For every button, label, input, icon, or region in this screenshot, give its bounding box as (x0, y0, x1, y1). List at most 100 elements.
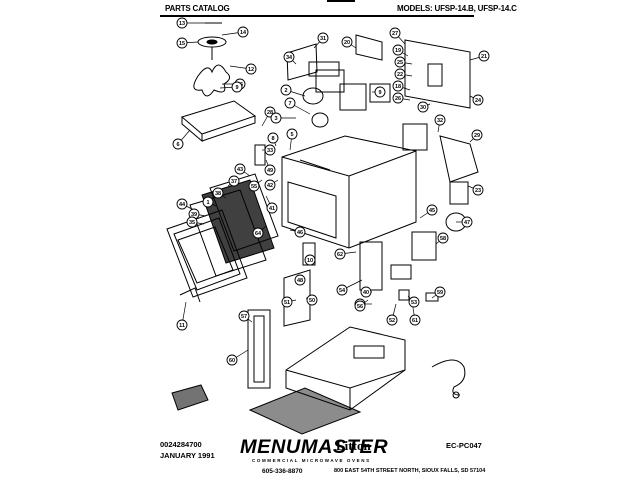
callout-10: 10 (304, 254, 316, 266)
callout-circle (283, 51, 295, 63)
callout-number: 57 (241, 314, 247, 320)
callout-40: 40 (360, 286, 372, 298)
callout-3: 3 (270, 112, 282, 124)
callout-number: 19 (395, 48, 401, 54)
callout-number: 44 (179, 202, 186, 208)
callout-circle (264, 179, 276, 191)
callout-circle (202, 196, 214, 208)
callout-circle (176, 319, 188, 331)
callout-54: 54 (336, 284, 348, 296)
callout-1: 1 (202, 196, 214, 208)
litton-logo: Litton (336, 438, 371, 453)
callout-circle (354, 300, 366, 312)
callout-53: 53 (408, 296, 420, 308)
header-rule (160, 15, 474, 17)
callout-number: 61 (412, 318, 418, 324)
callout-number: 33 (267, 148, 273, 154)
callout-number: 28 (267, 110, 273, 116)
callout-number: 25 (397, 60, 403, 66)
grease-filter (248, 387, 362, 435)
callout-24: 24 (472, 94, 484, 106)
callout-number: 48 (297, 278, 303, 284)
callout-35: 35 (186, 216, 198, 228)
callout-circle (409, 314, 421, 326)
callout-41: 41 (266, 202, 278, 214)
callout-62: 62 (334, 248, 346, 260)
power-cord (431, 359, 466, 399)
callout-5: 5 (286, 128, 298, 140)
callout-23: 23 (472, 184, 484, 196)
callout-circle (176, 37, 188, 49)
callout-circle (334, 248, 346, 260)
callout-42: 42 (264, 179, 276, 191)
callout-circle (231, 81, 243, 93)
callout-circle (294, 274, 306, 286)
callout-number: 11 (179, 323, 185, 329)
callout-number: 56 (357, 304, 363, 310)
callout-circle (471, 129, 483, 141)
callout-number: 38 (215, 191, 221, 197)
callout-circle (394, 68, 406, 80)
callout-number: 18 (395, 84, 401, 90)
callout-number: 14 (240, 30, 247, 36)
callout-8: 8 (267, 132, 279, 144)
callout-circle (392, 92, 404, 104)
callout-2: 2 (280, 84, 292, 96)
callout-59: 59 (434, 286, 446, 298)
callout-circle (437, 232, 449, 244)
callout-circle (248, 180, 260, 192)
callout-58: 58 (437, 232, 449, 244)
callout-61: 61 (409, 314, 421, 326)
callout-49: 49 (264, 164, 276, 176)
callout-circle (226, 354, 238, 366)
callout-44: 44 (176, 198, 188, 210)
callout-circle (317, 32, 329, 44)
callout-47: 47 (461, 216, 473, 228)
callout-circle (360, 286, 372, 298)
callout-32: 32 (434, 114, 446, 126)
callout-circle (228, 175, 240, 187)
brand-tagline: COMMERCIAL MICROWAVE OVENS (252, 458, 371, 463)
callout-circle (266, 202, 278, 214)
callout-26: 26 (392, 92, 404, 104)
callout-circle (281, 296, 293, 308)
callout-number: 2 (284, 88, 287, 94)
callout-43: 43 (234, 163, 246, 175)
callout-number: 49 (267, 168, 273, 174)
callout-number: 20 (344, 40, 350, 46)
callout-circle (264, 144, 276, 156)
header-mark (327, 0, 355, 2)
callout-20: 20 (341, 36, 353, 48)
callout-22: 22 (394, 68, 406, 80)
address: 800 EAST 54TH STREET NORTH, SIOUX FALLS,… (334, 468, 486, 474)
callout-circle (234, 163, 246, 175)
callout-circle (472, 184, 484, 196)
callout-number: 41 (269, 206, 275, 212)
callout-number: 55 (251, 184, 257, 190)
callout-52: 52 (386, 314, 398, 326)
callout-circle (212, 187, 224, 199)
control-module (171, 384, 209, 411)
callout-number: 64 (255, 231, 262, 237)
callout-19: 19 (392, 44, 404, 56)
callout-number: 58 (440, 236, 446, 242)
callout-number: 51 (284, 300, 290, 306)
callout-number: 43 (237, 167, 243, 173)
callout-circle (304, 254, 316, 266)
catalog-code: EC-PC047 (446, 441, 482, 450)
callout-labels: 1315141216962834312027192522182630212432… (172, 17, 490, 366)
callout-number: 1 (206, 200, 209, 206)
callout-circle (280, 84, 292, 96)
callout-circle (238, 310, 250, 322)
callout-15: 15 (176, 37, 188, 49)
latch-parts (179, 144, 316, 327)
callout-circle (172, 138, 184, 150)
callout-number: 8 (271, 136, 274, 142)
callout-7: 7 (284, 97, 296, 109)
callout-circle (426, 204, 438, 216)
phone-number: 605-336-8870 (262, 468, 303, 475)
callout-number: 45 (429, 208, 435, 214)
callout-13: 13 (176, 17, 188, 29)
callout-31: 31 (317, 32, 329, 44)
callout-60: 60 (226, 354, 238, 366)
